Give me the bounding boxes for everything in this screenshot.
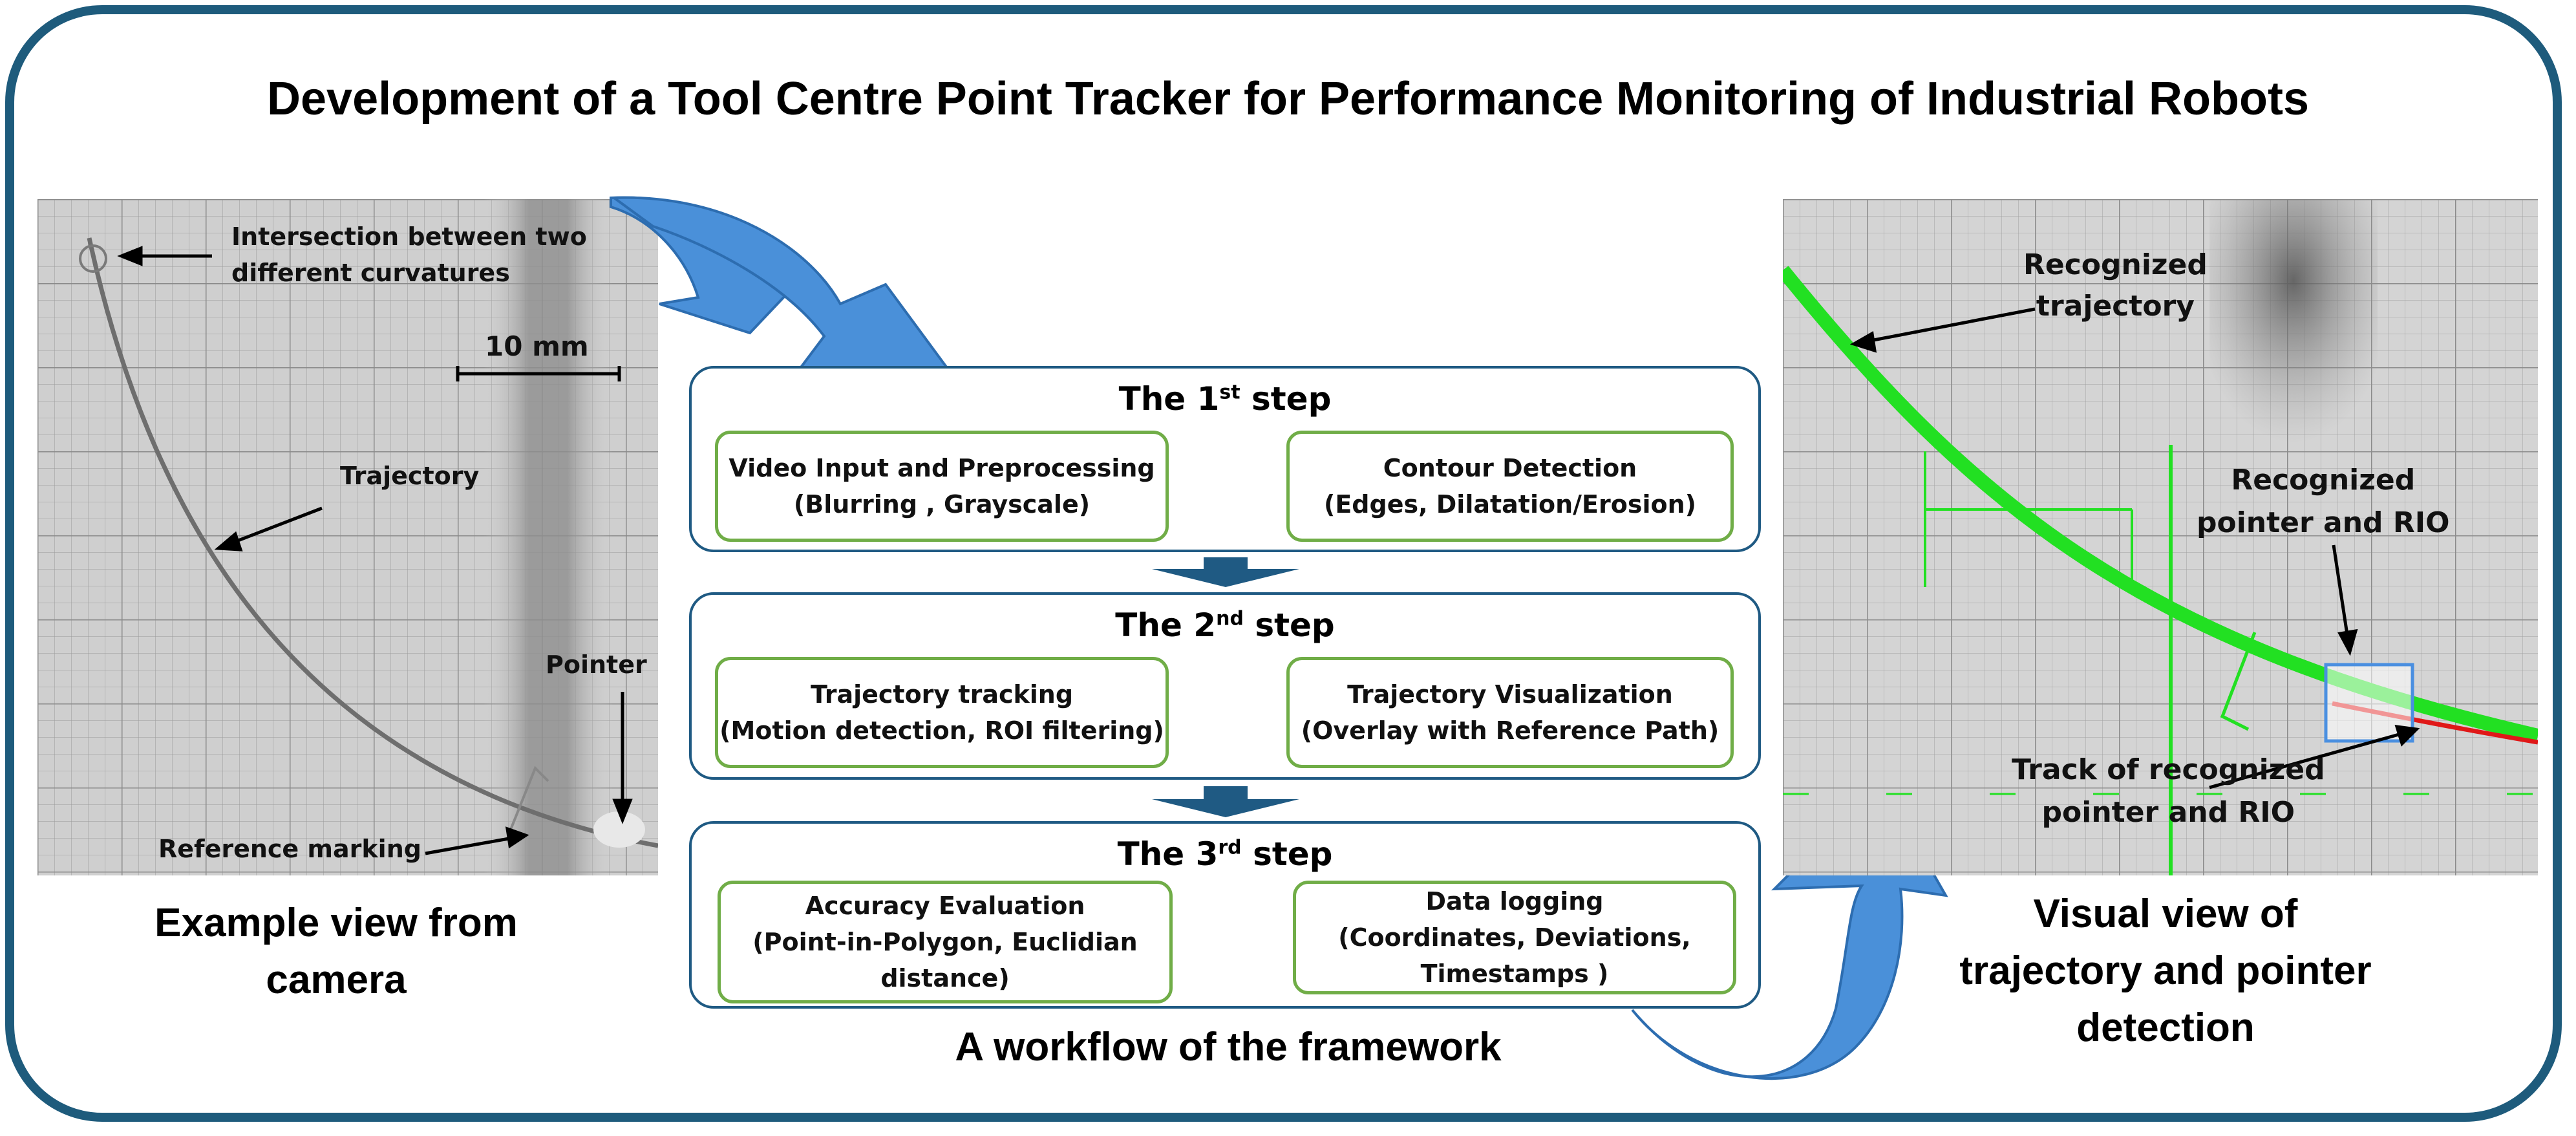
step-1-title-pre: The 1 — [1118, 380, 1220, 418]
step-1-title: The 1st step — [692, 380, 1758, 418]
step-1-right-box: Contour Detection (Edges, Dilatation/Ero… — [1286, 431, 1734, 542]
camera-view-graphic — [37, 199, 658, 875]
step-3-panel: The 3rd step Accuracy Evaluation (Point-… — [689, 821, 1761, 1009]
step-3-title-pre: The 3 — [1117, 835, 1219, 873]
step-2-title-sup: nd — [1216, 607, 1244, 630]
step-2-left-line1: Trajectory tracking — [810, 680, 1074, 709]
camera-view-image — [37, 199, 658, 875]
detection-view-image — [1783, 199, 2538, 875]
step-2-left-box: Trajectory tracking (Motion detection, R… — [715, 657, 1169, 768]
left-caption-line1: Example view from — [154, 901, 518, 945]
right-caption: Visual view of trajectory and pointer de… — [1888, 886, 2443, 1056]
annotation-recognized-pointer-line2: pointer and RIO — [2197, 506, 2450, 539]
page-title: Development of a Tool Centre Point Track… — [267, 73, 2309, 125]
left-caption-line2: camera — [266, 958, 407, 1002]
step-2-title-pre: The 2 — [1115, 606, 1217, 644]
workflow-caption: A workflow of the framework — [955, 1025, 1502, 1069]
annotation-pointer: Pointer — [546, 650, 647, 679]
step-1-right-line1: Contour Detection — [1383, 454, 1637, 482]
step-2-right-box: Trajectory Visualization (Overlay with R… — [1286, 657, 1734, 768]
annotation-scale: 10 mm — [485, 330, 589, 362]
step-3-title: The 3rd step — [692, 835, 1758, 873]
annotation-intersection-line2: different curvatures — [231, 259, 510, 287]
step-2-left-line2: (Motion detection, ROI filtering) — [719, 716, 1164, 745]
step-1-left-line2: (Blurring , Grayscale) — [793, 490, 1091, 519]
left-caption: Example view from camera — [78, 895, 595, 1009]
step-3-left-box: Accuracy Evaluation (Point-in-Polygon, E… — [718, 881, 1173, 1003]
step-2-title: The 2nd step — [692, 606, 1758, 644]
step-1-right-line2: (Edges, Dilatation/Erosion) — [1323, 490, 1697, 519]
right-caption-line1: Visual view of — [2033, 892, 2298, 936]
step-3-left-line2: (Point-in-Polygon, Euclidian — [752, 928, 1138, 956]
annotation-recognized-pointer: Recognized pointer and RIO — [2197, 459, 2450, 544]
step-3-title-post: step — [1241, 835, 1333, 873]
step-2-right-line1: Trajectory Visualization — [1347, 680, 1673, 709]
step-3-right-box: Data logging (Coordinates, Deviations, T… — [1293, 881, 1736, 994]
step-1-panel: The 1st step Video Input and Preprocessi… — [689, 366, 1761, 552]
annotation-track: Track of recognized pointer and RIO — [2012, 749, 2325, 834]
annotation-intersection: Intersection between two different curva… — [231, 219, 587, 291]
step-3-left-line1: Accuracy Evaluation — [805, 892, 1085, 920]
annotation-trajectory: Trajectory — [340, 462, 480, 490]
right-caption-line3: detection — [2076, 1005, 2255, 1050]
annotation-recognized-pointer-line1: Recognized — [2231, 464, 2416, 497]
annotation-reference-marking: Reference marking — [158, 835, 421, 863]
step-3-right-line3: Timestamps ) — [1420, 959, 1609, 988]
annotation-recognized-trajectory-line1: Recognized — [2023, 248, 2208, 281]
step-1-title-sup: st — [1219, 381, 1240, 404]
step-2-right-line2: (Overlay with Reference Path) — [1301, 716, 1719, 745]
annotation-recognized-trajectory: Recognized trajectory — [2023, 244, 2208, 327]
step-3-left-line3: distance) — [880, 964, 1010, 992]
detection-view-graphic — [1783, 199, 2538, 875]
right-caption-line2: trajectory and pointer — [1959, 948, 2372, 993]
step-3-right-line2: (Coordinates, Deviations, — [1338, 923, 1691, 952]
step-1-left-line1: Video Input and Preprocessing — [729, 454, 1155, 482]
step-1-left-box: Video Input and Preprocessing (Blurring … — [715, 431, 1169, 542]
annotation-track-line2: pointer and RIO — [2041, 796, 2295, 829]
step-2-title-post: step — [1243, 606, 1335, 644]
annotation-track-line1: Track of recognized — [2012, 753, 2325, 786]
step-3-right-line1: Data logging — [1425, 887, 1604, 916]
annotation-recognized-trajectory-line2: trajectory — [2036, 290, 2195, 323]
step-3-title-sup: rd — [1218, 836, 1242, 859]
step-2-panel: The 2nd step Trajectory tracking (Motion… — [689, 592, 1761, 780]
step-1-title-post: step — [1240, 380, 1332, 418]
annotation-intersection-line1: Intersection between two — [231, 222, 587, 251]
